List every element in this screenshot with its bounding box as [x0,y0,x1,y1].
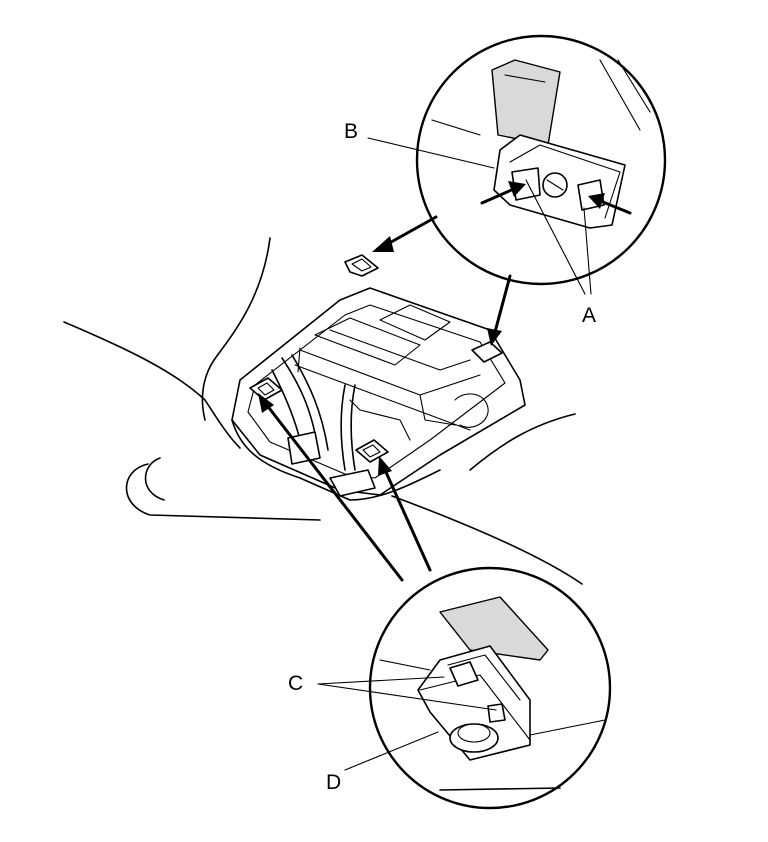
label-d: D [326,771,341,794]
clip-slot-top-left [344,254,379,277]
label-b: B [344,120,358,143]
clip-slot-right [471,341,503,363]
leader-lines [317,137,592,771]
detail-circle-bottom [368,566,612,810]
label-a: A [582,304,596,327]
detail-circle-top [415,34,667,286]
ceiling-light-housing [231,287,526,501]
callout-arrows [258,215,512,582]
headliner-outline [63,237,583,585]
clip-slot-center [355,439,389,463]
label-c: C [288,672,303,695]
